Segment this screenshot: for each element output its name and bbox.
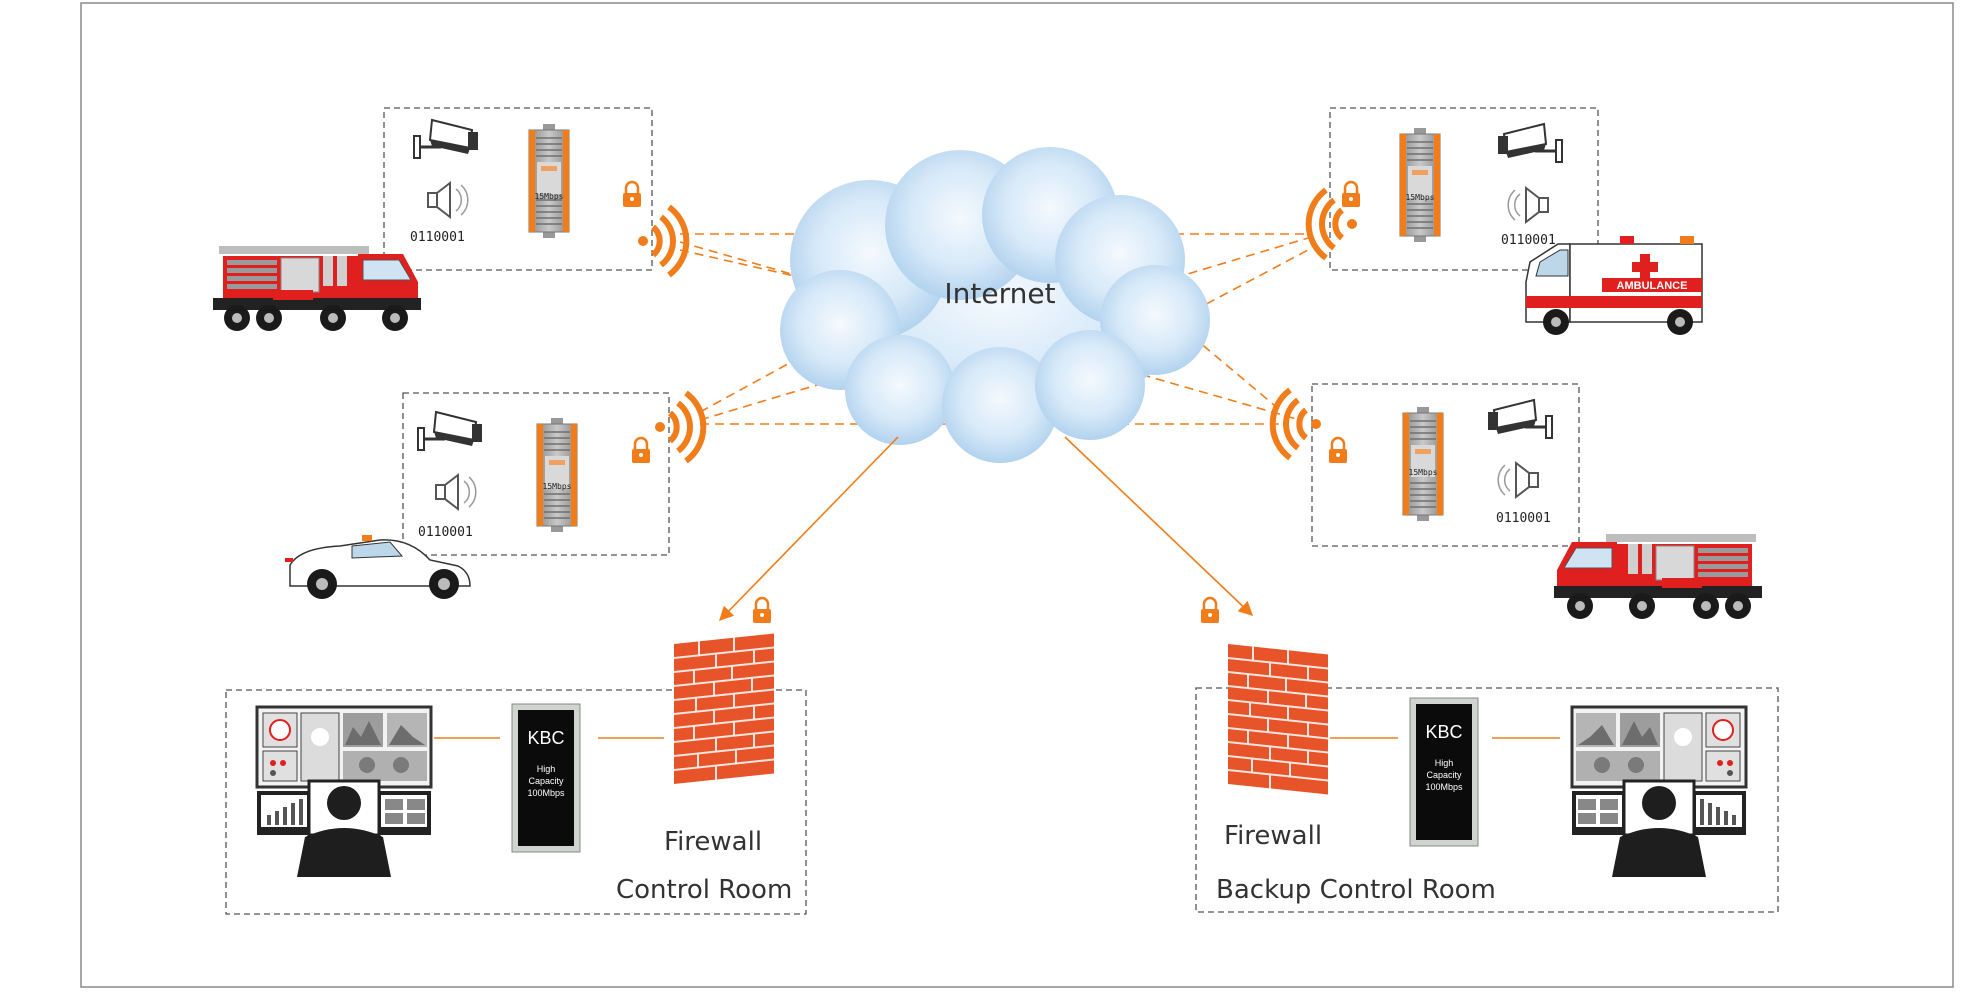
lock-icon (1327, 436, 1349, 465)
binary-data-label: 0110001 (1501, 233, 1556, 248)
lock-icon (621, 180, 643, 209)
control-room: KBC High Capacity 100Mbps Firewall Contr… (225, 632, 807, 915)
internet-cloud: Internet (780, 147, 1210, 463)
operator-workstation-icon (1570, 705, 1748, 879)
control-room-title: Control Room (616, 875, 792, 905)
modem-speed-label: 15Mbps (1406, 193, 1435, 202)
camera-icon (412, 118, 480, 160)
diagram-frame (80, 2, 1954, 988)
firewall-wall-icon (1226, 642, 1330, 796)
modem-speed-label: 15Mbps (543, 482, 572, 491)
modem-device (536, 417, 578, 533)
wifi-antenna-icon (655, 393, 703, 461)
camera-icon (416, 410, 484, 452)
modem-speed-label: 15Mbps (535, 192, 564, 201)
firewall-label: Firewall (664, 827, 762, 857)
lock-icon (630, 436, 652, 465)
server-brand: KBC (1425, 722, 1462, 742)
speaker-icon (435, 474, 477, 510)
fire-truck-icon (1553, 533, 1763, 620)
server-spec-line: Capacity (528, 776, 564, 786)
server-spec-line: 100Mbps (527, 788, 565, 798)
server-spec-line: Capacity (1426, 770, 1462, 780)
wifi-antenna-icon (638, 207, 686, 275)
firewall-label: Firewall (1224, 821, 1322, 851)
lock-icon (1340, 180, 1362, 209)
remote-unit-middle-left: 0110001 15Mbps (285, 393, 703, 599)
firewall-wall-icon (672, 632, 776, 786)
modem-device (1402, 406, 1444, 522)
backup-control-room-frame (1195, 687, 1779, 913)
server-spec-line: High (537, 764, 556, 774)
binary-data-label: 0110001 (1496, 511, 1551, 526)
police-car-icon (285, 535, 471, 599)
modem-device (1399, 127, 1441, 243)
server-spec-line: High (1435, 758, 1454, 768)
firewall-arrows (718, 436, 1254, 622)
speaker-icon (1497, 462, 1539, 498)
ambulance-label: AMBULANCE (1617, 280, 1688, 292)
modem-speed-label: 15Mbps (1409, 468, 1438, 477)
server-spec-line: 100Mbps (1425, 782, 1463, 792)
speaker-icon (1507, 187, 1549, 223)
unit-frame (402, 392, 670, 556)
ambulance-icon: AMBULANCE (1525, 236, 1703, 335)
internet-label: Internet (944, 277, 1055, 310)
firewall-lock-icon (751, 596, 773, 625)
backup-control-room-title: Backup Control Room (1216, 875, 1496, 905)
remote-unit-top-right: 15Mbps 0110001 AMBULANCE (1309, 107, 1703, 335)
unit-frame (383, 107, 653, 271)
remote-unit-top-left: 0110001 15Mbps (212, 107, 686, 332)
camera-icon (1496, 122, 1564, 164)
wifi-antenna-icon (1273, 390, 1321, 458)
firewall-lock-icon (1199, 596, 1221, 625)
speaker-icon (427, 182, 469, 218)
binary-data-label: 0110001 (418, 525, 473, 540)
camera-icon (1486, 398, 1554, 440)
fire-truck-icon (212, 245, 422, 332)
control-room-frame (225, 689, 807, 915)
binary-data-label: 0110001 (410, 230, 465, 245)
unit-frame (1329, 107, 1599, 271)
operator-workstation-icon (255, 705, 433, 879)
server-brand: KBC (527, 728, 564, 748)
backup-control-room: Firewall KBC High Capacity 100Mbps Backu… (1195, 642, 1779, 913)
unit-frame (1311, 383, 1580, 547)
modem-device (528, 123, 570, 239)
remote-unit-middle-right: 15Mbps 0110001 (1273, 383, 1763, 620)
